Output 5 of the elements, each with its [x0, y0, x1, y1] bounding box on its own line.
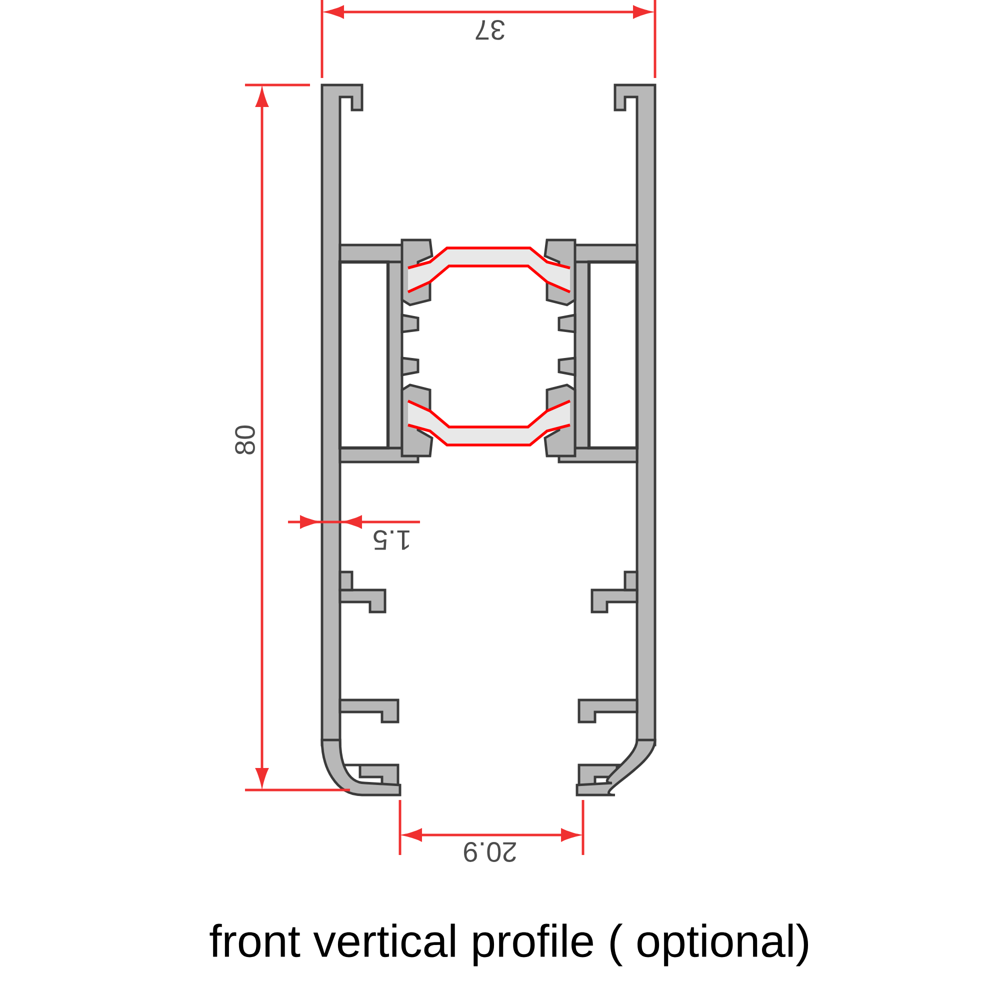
dimension-label: 37 [476, 20, 505, 40]
caption: front vertical profile ( optional) [210, 924, 808, 966]
dimension-label: 80 [235, 425, 255, 454]
dimension-label: 1.5 [374, 530, 410, 550]
dimension-label: 20.9 [464, 842, 516, 862]
